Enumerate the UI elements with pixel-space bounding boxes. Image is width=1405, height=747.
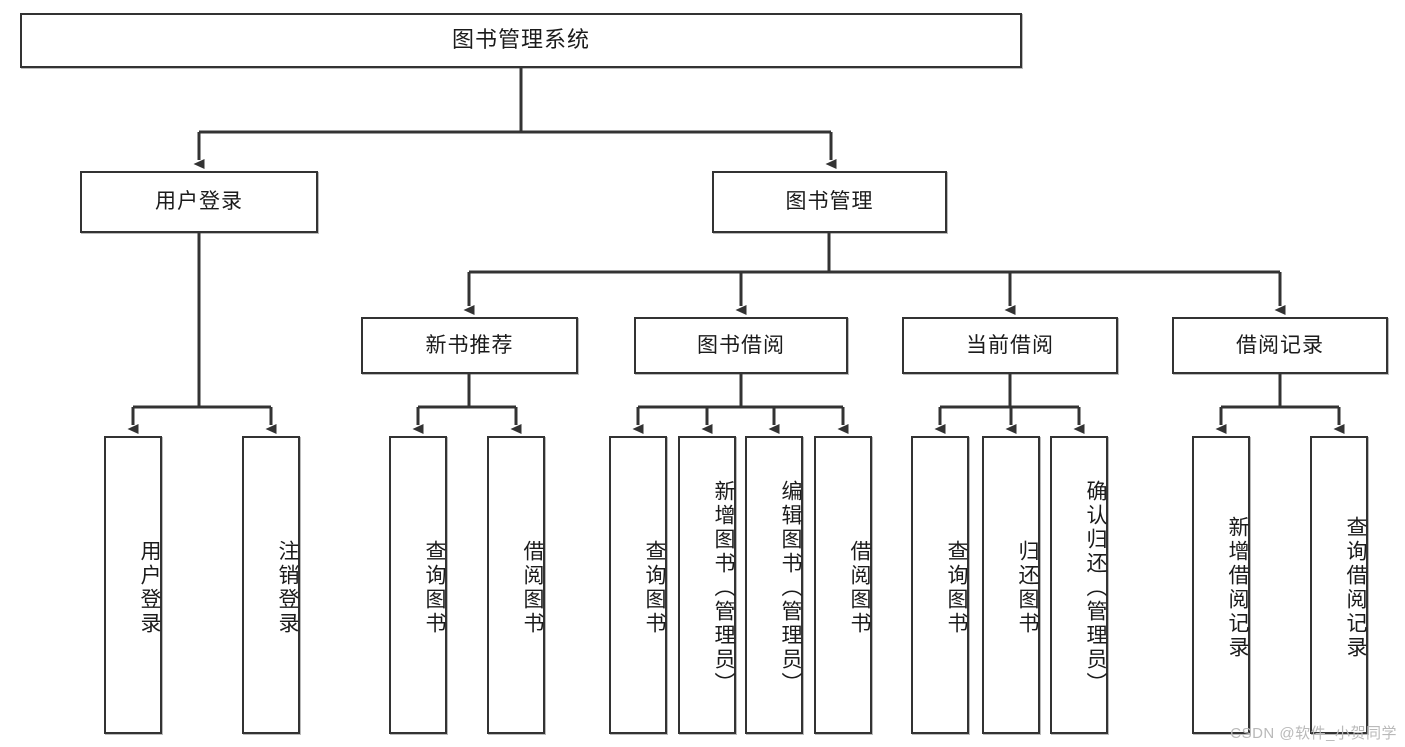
node-user-login[interactable]: 用户登录	[80, 171, 318, 233]
node-book-borrow[interactable]: 图书借阅	[634, 317, 848, 374]
leaf-edit-book-admin[interactable]: 编辑图书（管理员）	[745, 436, 803, 734]
node-borrow-records[interactable]: 借阅记录	[1172, 317, 1388, 374]
leaf-query-book-borrow[interactable]: 查询图书	[609, 436, 667, 734]
leaf-add-borrow-record[interactable]: 新增借阅记录	[1192, 436, 1250, 734]
node-current-borrow[interactable]: 当前借阅	[902, 317, 1118, 374]
node-root[interactable]: 图书管理系统	[20, 13, 1022, 68]
node-new-book-recommend[interactable]: 新书推荐	[361, 317, 578, 374]
csdn-watermark: CSDN @软件_小贺同学	[1230, 725, 1397, 742]
leaf-confirm-return-admin[interactable]: 确认归还（管理员）	[1050, 436, 1108, 734]
leaf-query-book-recommend[interactable]: 查询图书	[389, 436, 447, 734]
leaf-user-login[interactable]: 用户登录	[104, 436, 162, 734]
leaf-borrow-book[interactable]: 借阅图书	[814, 436, 872, 734]
leaf-borrow-book-recommend[interactable]: 借阅图书	[487, 436, 545, 734]
leaf-query-borrow-record[interactable]: 查询借阅记录	[1310, 436, 1368, 734]
leaf-return-book[interactable]: 归还图书	[982, 436, 1040, 734]
leaf-add-book-admin[interactable]: 新增图书（管理员）	[678, 436, 736, 734]
leaf-logout[interactable]: 注销登录	[242, 436, 300, 734]
node-book-management[interactable]: 图书管理	[712, 171, 947, 233]
leaf-query-book-current[interactable]: 查询图书	[911, 436, 969, 734]
